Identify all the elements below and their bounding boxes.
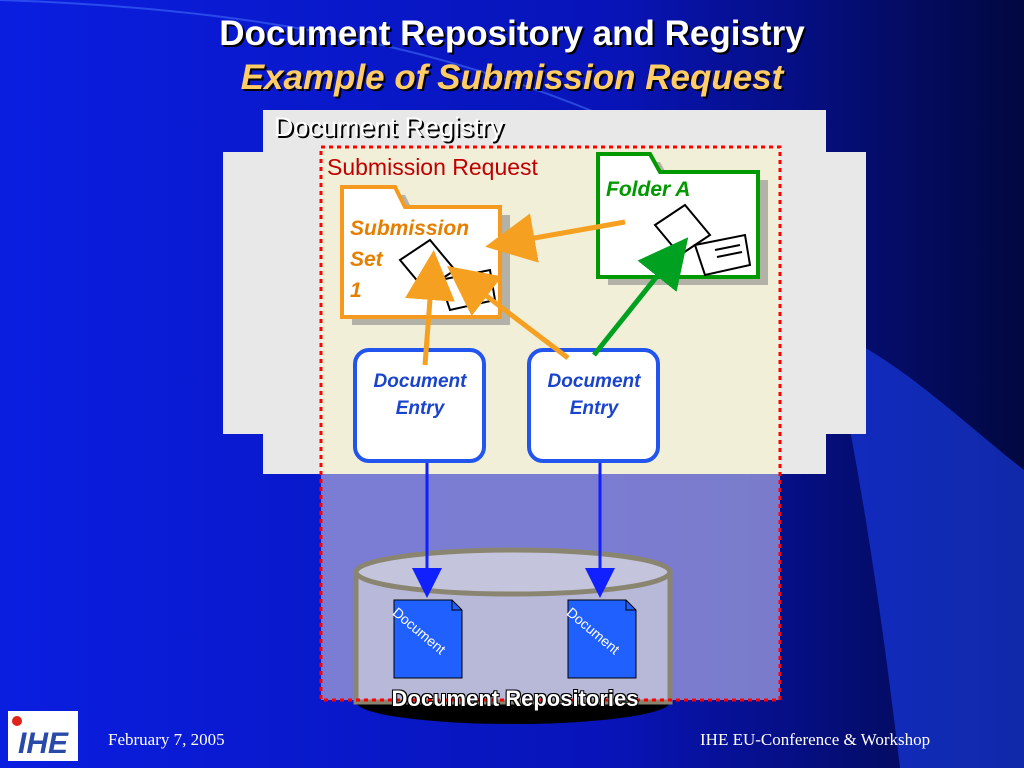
submission-set-line: 1 (350, 279, 362, 302)
submission-set-label: Submission Set 1 (350, 213, 500, 306)
submission-request-label: Submission Request (327, 154, 538, 180)
arrow-folder-to-set (485, 213, 626, 263)
submission-request-border (319, 145, 782, 702)
submission-set-line: Set (350, 248, 383, 271)
folder-a-label: Folder A (606, 178, 691, 201)
document-entry-1-label: Document Entry (357, 368, 483, 422)
entry-line: Entry (569, 398, 619, 419)
ihe-logo: IHE (8, 711, 78, 761)
document-icon-1 (393, 599, 463, 679)
entry-line: Entry (395, 398, 445, 419)
submission-set-line: Submission (350, 217, 470, 240)
arrow-entry2-to-folder (592, 237, 689, 357)
svg-text:IHE: IHE (18, 727, 69, 760)
entry-line: Document (547, 371, 641, 392)
document-icon-2 (567, 599, 637, 679)
decorative-swoosh (830, 330, 1024, 768)
arrow-entry2-to-set (447, 265, 570, 360)
entry-line: Document (373, 371, 467, 392)
slide-subtitle: Example of Submission Request (240, 58, 784, 97)
footer-date: February 7, 2005 (108, 730, 225, 749)
slide-title: Document Repository and Registry (219, 14, 805, 53)
document-repositories-label: Document Repositories (391, 686, 639, 711)
footer-conference: IHE EU-Conference & Workshop (700, 730, 931, 749)
arrow-entry1-to-set (405, 250, 455, 366)
document-entry-box-1 (353, 348, 486, 463)
document-entry-box-2 (527, 348, 660, 463)
folder-a (596, 152, 768, 285)
document-registry-label: Document Registry (274, 112, 504, 142)
document-entry-2-label: Document Entry (531, 368, 657, 422)
